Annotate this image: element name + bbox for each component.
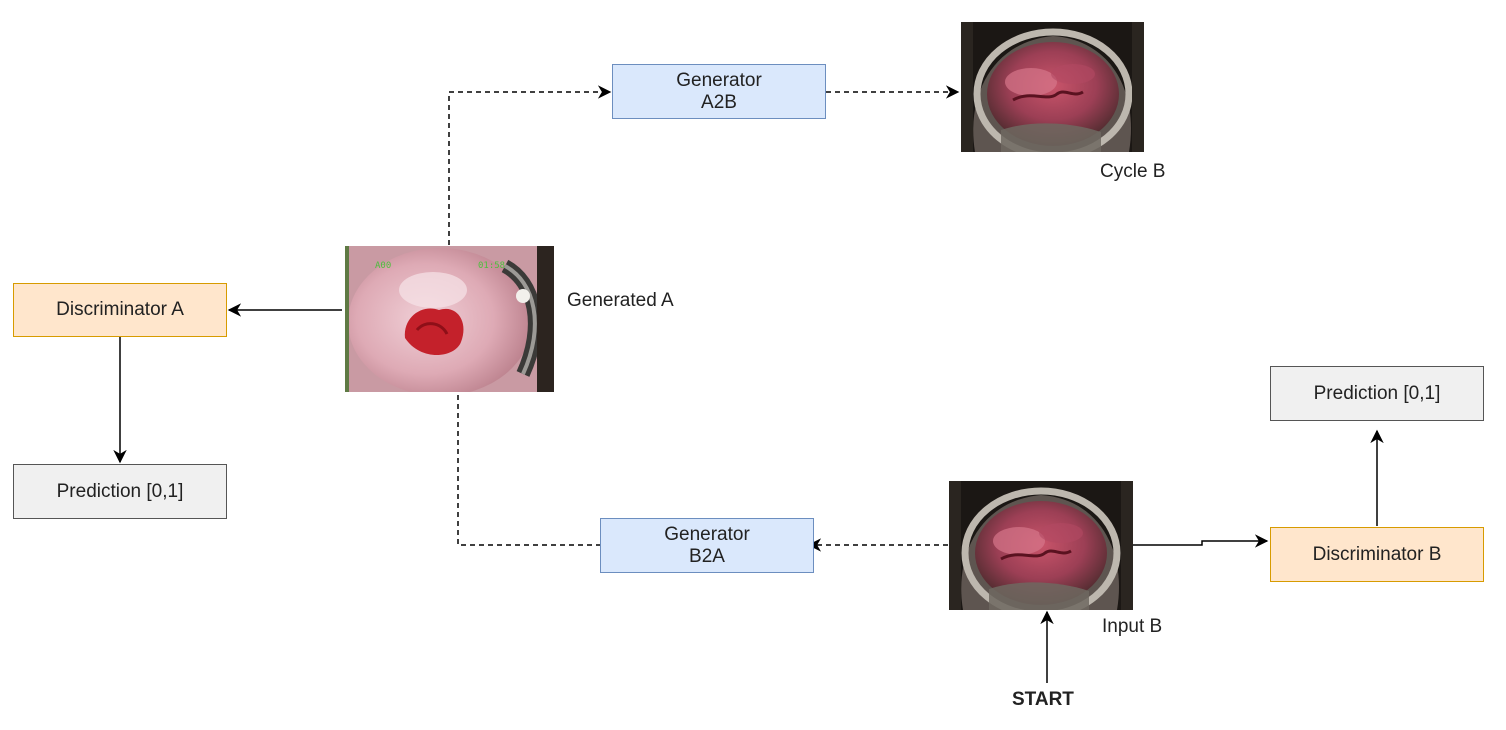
prediction-b-label: Prediction [0,1] — [1313, 382, 1441, 404]
input-b-label: Input B — [1102, 616, 1163, 637]
generated-a-image: A00 01:58 — [345, 246, 554, 392]
generator-b2a-box: Generator B2A — [600, 518, 814, 573]
edge-generated-a-to-generator-a2b — [448, 85, 612, 245]
generator-b2a-line1: Generator — [664, 523, 750, 545]
discriminator-b-label: Discriminator B — [1312, 543, 1442, 565]
generator-a2b-line2: A2B — [701, 91, 737, 113]
prediction-b-box: Prediction [0,1] — [1270, 366, 1484, 421]
prediction-a-label: Prediction [0,1] — [56, 480, 184, 502]
input-b-image — [949, 481, 1133, 610]
cycle-b-image — [961, 22, 1144, 152]
cycle-b-label: Cycle B — [1100, 161, 1166, 182]
discriminator-a-box: Discriminator A — [13, 283, 227, 337]
edge-input-b-to-discriminator-b — [1133, 534, 1269, 548]
discriminator-b-box: Discriminator B — [1270, 527, 1484, 582]
generator-a2b-line1: Generator — [676, 69, 762, 91]
generated-a-label: Generated A — [567, 290, 674, 311]
discriminator-a-label: Discriminator A — [56, 299, 184, 320]
generator-a2b-box: Generator A2B — [612, 64, 826, 119]
generator-b2a-line2: B2A — [689, 545, 725, 567]
edge-generator-b2a-to-generated-a — [457, 393, 601, 546]
generated-a-overlay-left: A00 — [375, 261, 392, 271]
start-label: START — [1012, 689, 1074, 710]
generated-a-overlay-right: 01:58 — [478, 261, 506, 271]
prediction-a-box: Prediction [0,1] — [13, 464, 227, 519]
